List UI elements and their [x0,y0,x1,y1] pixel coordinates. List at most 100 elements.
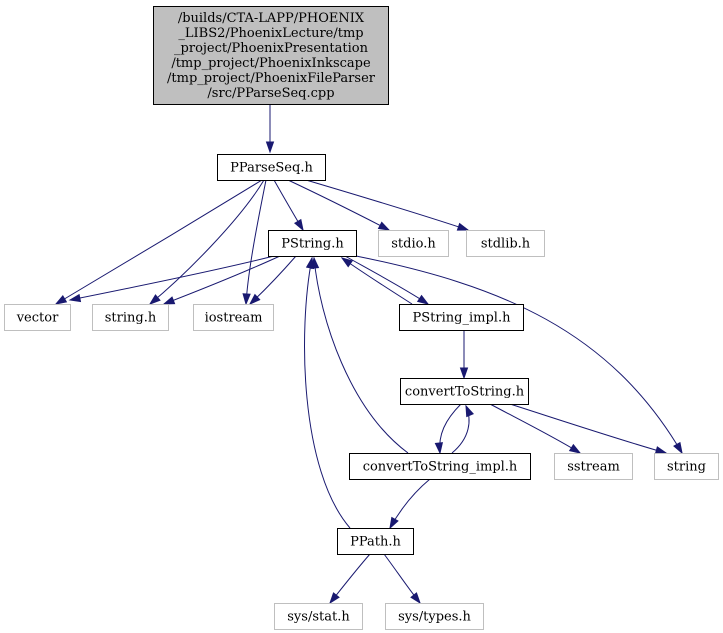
node-box [654,453,719,480]
edge-ppath_h-to-pstring_h [304,256,351,529]
arrowhead-icon [456,222,470,231]
node-box [400,378,529,405]
edge-converttostring_h-to-string [509,403,668,455]
arrowhead-icon [416,294,430,305]
edge-pstring_h-to-vector [68,255,275,303]
node-iostream[interactable]: iostream [193,304,274,331]
edge-line [489,403,581,454]
edge-pstring_h-to-string_h [162,255,281,305]
node-label: /src/PParseSeq.cpp [207,86,334,101]
edge-line [149,179,265,305]
node-pstring-impl-h[interactable]: PString_impl.h [399,304,524,331]
arrowhead-icon [68,293,82,303]
edge-root-to-pparseseq_h [265,104,275,154]
node-label: vector [16,311,59,326]
node-label: sys/stat.h [287,610,350,625]
edge-line [305,179,469,231]
arrowhead-icon [654,446,668,455]
node-label: convertToString_impl.h [363,460,518,475]
node-pstring-h[interactable]: PString.h [268,230,357,257]
node-label: string.h [105,311,157,326]
node-label: _project/PhoenixPresentation [174,41,369,56]
node-stdio-h[interactable]: stdio.h [378,230,449,257]
arrowhead-icon [162,296,176,305]
node-label: string [667,460,706,475]
edge-line [69,255,275,301]
node-label: PString.h [281,237,344,252]
edge-ppath_h-to-sys_types_h [383,553,421,605]
node-converttostring-impl-h[interactable]: convertToString_impl.h [349,453,531,480]
node-vector[interactable]: vector [4,304,71,331]
edge-line [245,179,267,305]
node-box [349,453,531,480]
edge-pparseseq_h-to-stdio_h [287,179,391,231]
node-label: convertToString.h [405,385,525,400]
node-sys-types-h[interactable]: sys/types.h [385,603,484,630]
edge-converttostring_impl_h-to-pstring_h [310,256,409,454]
node-label: /tmp_project/PhoenixFileParser [167,71,376,86]
node-box [385,603,484,630]
node-label: PString_impl.h [413,311,512,326]
arrowhead-icon [248,293,261,306]
edge-pstring_impl_h-to-pstring_h [340,257,413,305]
node-sstream[interactable]: sstream [554,453,633,480]
node-ppath-h[interactable]: PPath.h [337,528,414,555]
node-label: stdlib.h [481,237,531,252]
node-sys-stat-h[interactable]: sys/stat.h [274,603,363,630]
node-box [399,304,524,331]
edge-converttostring_impl_h-to-ppath_h [389,478,431,530]
edge-line [55,179,263,305]
node-label: sys/types.h [398,610,471,625]
edge-line [439,403,462,454]
node-box [554,453,633,480]
node-box [378,230,449,257]
edge-pparseseq_h-to-stdlib_h [305,179,470,231]
node-box [274,603,363,630]
edge-line [344,255,429,305]
node-label: _LIBS2/PhoenixLecture/tmp [178,26,363,41]
node-label: PPath.h [350,535,401,550]
arrowhead-icon [305,256,315,270]
node-label: /tmp_project/PhoenixInkscape [171,56,371,71]
edge-line [341,257,413,305]
edge-converttostring_h-to-sstream [489,403,582,454]
node-stdlib-h[interactable]: stdlib.h [466,230,545,257]
edge-line [509,403,667,454]
edge-pstring_h-to-pstring_impl_h [344,255,430,305]
node-box [92,304,169,331]
arrowhead-icon [340,257,354,268]
node-root[interactable]: /builds/CTA-LAPP/PHOENIX_LIBS2/PhoenixLe… [153,6,389,105]
node-string[interactable]: string [654,453,719,480]
edge-pparseseq_h-to-iostream [242,179,267,306]
arrowhead-icon [265,141,275,154]
node-pparseseq-h[interactable]: PParseSeq.h [217,154,326,181]
edge-pparseseq_h-to-string_h [148,179,265,305]
node-box [337,528,414,555]
node-label: sstream [567,460,620,475]
arrowhead-icon [377,221,391,231]
edge-line [287,179,390,231]
node-converttostring-h[interactable]: convertToString.h [400,378,529,405]
arrowhead-icon [568,443,582,454]
edge-line [163,255,281,305]
node-box [153,6,389,105]
node-label: /builds/CTA-LAPP/PHOENIX [178,11,365,26]
arrowhead-icon [293,218,304,232]
edge-line [355,255,683,454]
arrowhead-icon [434,442,444,455]
arrowhead-icon [148,294,161,305]
edge-pstring_h-to-string [355,255,683,455]
edge-ppath_h-to-sys_stat_h [329,553,371,605]
edge-pstring_h-to-iostream [248,255,297,306]
arrowhead-icon [410,592,421,605]
arrowhead-icon [242,293,251,306]
edge-converttostring_impl_h-to-converttostring_h [451,404,475,454]
node-label: stdio.h [391,237,436,252]
edge-pparseseq_h-to-vector [54,179,263,305]
nodes-layer: /builds/CTA-LAPP/PHOENIX_LIBS2/PhoenixLe… [4,6,719,630]
arrowhead-icon [459,367,469,380]
edge-pstring_impl_h-to-converttostring_h [459,329,469,380]
node-string-h[interactable]: string.h [92,304,169,331]
node-box [268,230,357,257]
